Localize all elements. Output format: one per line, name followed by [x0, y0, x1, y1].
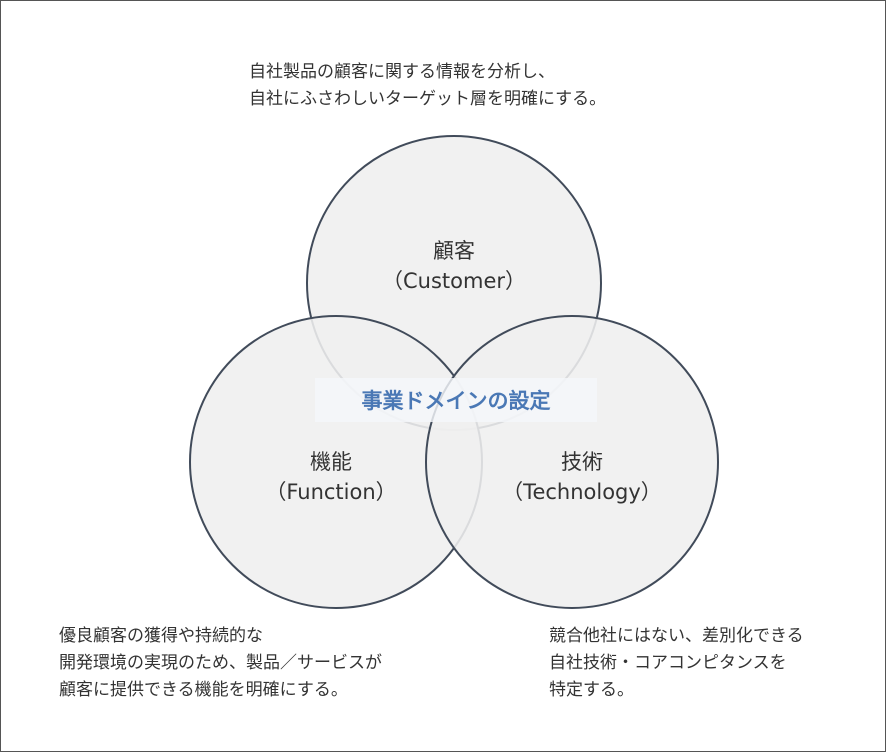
function-description-line-1: 優良顧客の獲得や持続的な — [59, 626, 263, 646]
technology-description-line-1: 競合他社にはない、差別化できる — [549, 626, 804, 646]
customer-description-line-1: 自社製品の顧客に関する情報を分析し、 — [249, 62, 555, 82]
function-description: 優良顧客の獲得や持続的な 開発環境の実現のため、製品／サービスが 顧客に提供でき… — [59, 623, 382, 704]
technology-title: 技術 — [560, 450, 603, 474]
technology-description: 競合他社にはない、差別化できる 自社技術・コアコンピタンスを 特定する。 — [549, 623, 804, 704]
customer-subtitle: （Customer） — [381, 269, 527, 293]
function-description-line-2: 開発環境の実現のため、製品／サービスが — [59, 653, 382, 673]
function-title: 機能 — [309, 450, 352, 474]
technology-description-line-2: 自社技術・コアコンピタンスを — [549, 653, 787, 673]
customer-description-line-2: 自社にふさわしいターゲット層を明確にする。 — [249, 89, 607, 109]
technology-subtitle: （Technology） — [502, 480, 662, 504]
business-domain-label: 事業ドメインの設定 — [361, 389, 551, 413]
center-label-box: 事業ドメインの設定 — [315, 378, 597, 422]
customer-title: 顧客 — [432, 239, 475, 263]
technology-description-line-3: 特定する。 — [549, 680, 634, 700]
function-description-line-3: 顧客に提供できる機能を明確にする。 — [59, 680, 348, 700]
customer-description: 自社製品の顧客に関する情報を分析し、 自社にふさわしいターゲット層を明確にする。 — [249, 59, 606, 113]
function-subtitle: （Function） — [265, 480, 397, 504]
function-label: 機能 （Function） — [265, 447, 396, 507]
technology-label: 技術 （Technology） — [502, 447, 662, 507]
customer-label: 顧客 （Customer） — [382, 236, 526, 296]
